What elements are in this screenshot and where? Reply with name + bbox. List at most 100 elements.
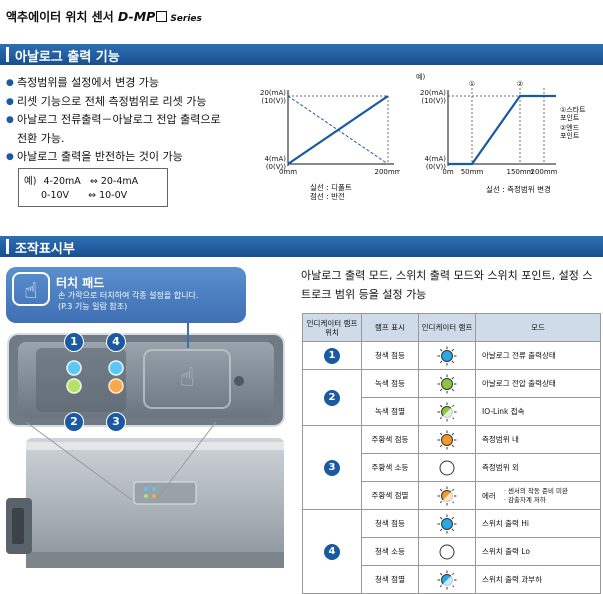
indicator-cell (418, 397, 476, 426)
example-value: 20-4mA (100, 176, 139, 187)
lamp-icon (439, 544, 455, 559)
touch-pad-desc: 손 가락으로 터치하여 각종 설정을 합니다. (P.3 기능 일람 참조) (58, 290, 243, 312)
position-badge: 3 (324, 459, 340, 476)
position-cell: 2 (302, 369, 362, 426)
table-row: 주황색 점멸 에러 · 센서의 작동 준비 미완· 감출자계 저하 (303, 481, 601, 510)
header-lamp-display: 램프 표시 (361, 313, 419, 342)
lamp-icon (437, 346, 457, 365)
section-accent (6, 47, 9, 62)
indicator-badge-4: 4 (106, 332, 126, 352)
inverted-series-line (287, 95, 389, 165)
mode-text: 스위치 출력 과부하 (482, 575, 542, 584)
header-indicator: 인디케이터 램프 (418, 313, 476, 342)
indicator-cell (418, 481, 476, 510)
y-bottom-label: 4(mA) (424, 155, 446, 163)
marker-start: ① (469, 80, 475, 88)
title-text: 액추에이터 위치 센서 (6, 10, 114, 24)
feature-item: 전환 가능. (6, 130, 246, 149)
bullet-dot-icon (6, 130, 17, 149)
bullet-dot-icon: ● (6, 115, 14, 125)
bullet-dot-icon: ● (6, 152, 14, 162)
x-tick-label: 150mm (507, 168, 534, 176)
mode-text: 스위치 출력 Hi (482, 519, 529, 528)
indicator-cell (418, 341, 476, 370)
position-cell: 3 (302, 425, 362, 510)
indicator-cell (418, 453, 476, 482)
indicator-cell (418, 369, 476, 398)
feature-item: ●측정범위를 설정에서 변경 가능 (6, 74, 246, 93)
touch-hand-icon: ☝ (12, 272, 50, 306)
lamp-display-cell: 주황색 소등 (361, 453, 419, 482)
section-bar-operation: 조작표시부 (0, 236, 603, 257)
x-tick-label: 200mm (375, 168, 401, 176)
position-cell: 4 (302, 509, 362, 594)
model-name: D-MP (117, 9, 156, 24)
section-title: 조작표시부 (15, 242, 75, 257)
y-top-label-2: (10(V)) (421, 97, 446, 105)
y-top-label-2: (10(V)) (261, 97, 286, 105)
indicator-cell (418, 425, 476, 454)
position-badge: 2 (324, 389, 340, 406)
mode-cell: 스위치 출력 과부하 (475, 565, 601, 594)
y-top-label: 20(mA) (260, 89, 286, 97)
feature-text: 아날로그 전류출력－아날로그 전압 출력으로 (17, 113, 221, 126)
lamp-display-cell: 주황색 점멸 (361, 481, 419, 510)
indicator-badge-2: 2 (64, 412, 84, 432)
chart1-legend: 실선 : 디폴트 점선 : 반전 (310, 183, 352, 201)
section-accent (6, 239, 9, 254)
mode-text: 측정범위 외 (482, 463, 519, 472)
section-bar-analog: 아날로그 출력 기능 (0, 44, 603, 65)
error-note: · 센서의 작동 준비 미완 (503, 486, 568, 495)
mode-text: 에러 (482, 491, 496, 500)
legend-solid: 실선 : 디폴트 (310, 183, 352, 192)
position-badge: 4 (324, 543, 340, 560)
position-badge: 1 (324, 347, 340, 364)
example-row-1: 예) 4-20mA ⇔ 20-4mA (24, 173, 138, 187)
x-tick-label: 200mm (531, 168, 558, 176)
swap-arrow-icon: ⇔ (89, 176, 98, 187)
swap-arrow-icon: ⇔ (88, 190, 97, 201)
mode-cell: 아날로그 전류 출력상태 (475, 341, 601, 370)
y-bottom-label-2: (0(V)) (426, 163, 446, 171)
table-header-row: 인디케이터 램프 위치 램프 표시 인디케이터 램프 모드 (302, 313, 601, 342)
series-label: Series (170, 14, 202, 24)
indicator-badge-1: 1 (64, 332, 84, 352)
svg-text:☝: ☝ (179, 363, 195, 393)
mode-cell: 측정범위 내 (475, 425, 601, 454)
mode-text: 아날로그 전압 출력상태 (482, 379, 556, 388)
example-box: 예) 4-20mA ⇔ 20-4mA 0-10V ⇔ 10-0V (18, 168, 168, 207)
lamp-icon (437, 430, 457, 449)
mode-cell: 에러 · 센서의 작동 준비 미완· 감출자계 저하 (475, 481, 601, 510)
svg-text:☝: ☝ (24, 279, 37, 304)
lamp-icon (437, 514, 457, 533)
chart2-legend: 실선 : 측정범위 변경 (486, 185, 551, 194)
sensor-illustration: ☝ (6, 322, 285, 568)
lamp-display-cell: 청색 점등 (361, 509, 419, 538)
y-top-label: 20(mA) (420, 89, 446, 97)
mode-cell: 스위치 출력 Hi (475, 509, 601, 538)
feature-item: ●리셋 기능으로 전체 측정범위로 리셋 가능 (6, 93, 246, 112)
blinking-lamp-icon (437, 402, 457, 421)
legend-dashed: 점선 : 반전 (310, 192, 345, 201)
feature-text: 측정범위를 설정에서 변경 가능 (17, 76, 160, 89)
lamp-display-cell: 녹색 점멸 (361, 397, 419, 426)
indicator-cell (418, 509, 476, 538)
touch-pad-desc-line: 손 가락으로 터치하여 각종 설정을 합니다. (58, 291, 199, 300)
indicator-cell (418, 537, 476, 566)
example-value: 0-10V (41, 190, 70, 201)
error-notes: · 센서의 작동 준비 미완· 감출자계 저하 (504, 487, 568, 505)
indicator-cell (418, 565, 476, 594)
feature-item: ●아날로그 전류출력－아날로그 전압 출력으로 (6, 111, 246, 130)
blinking-lamp-icon (437, 570, 457, 589)
x-tick-label: 50mm (461, 168, 484, 176)
